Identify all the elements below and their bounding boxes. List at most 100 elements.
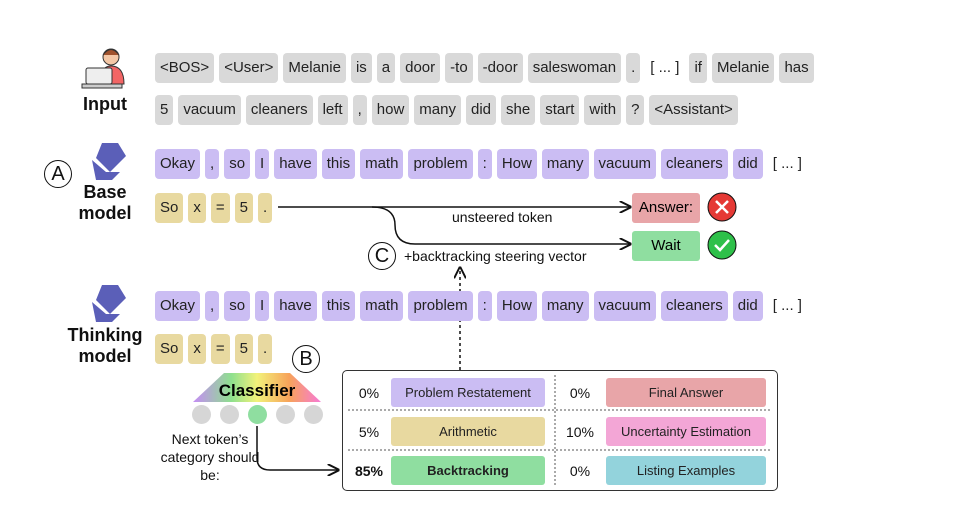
token: x [188,193,206,223]
token: cleaners [245,95,313,125]
token: . [257,193,273,223]
category-label: Listing Examples [606,456,766,485]
token: -door [477,53,523,83]
token: Melanie [711,53,775,83]
answer-token: Answer: [632,193,700,223]
classifier-title: Classifier [218,381,296,400]
token: this [321,291,356,321]
token: math [360,149,404,179]
token: saleswoman [527,53,622,83]
marker-a: A [44,160,72,188]
token: with [584,95,622,125]
token: she [501,95,536,125]
category-percent: 5% [358,423,380,440]
token: vacuum [593,149,657,179]
class-dot [304,405,323,424]
token: <User> [219,53,279,83]
class-dot [220,405,239,424]
class-dot [276,405,295,424]
unsteered-label: unsteered token [452,209,553,225]
token: have [274,291,317,321]
token: = [210,334,230,364]
token: Okay [155,291,201,321]
category-label: Final Answer [606,378,766,407]
input-label: Input [83,94,127,114]
classifier-shape [193,373,321,402]
token: <BOS> [155,53,215,83]
category-percent: 0% [358,384,380,401]
category-cell: 10% Uncertainty Estimation [558,412,766,451]
token: x [188,334,206,364]
token: ? [626,95,645,125]
category-percent: 10% [565,423,595,440]
token: [ ... ] [650,59,680,76]
token: <Assistant> [649,95,738,125]
category-cell: 85% Backtracking [347,451,545,490]
category-label: Backtracking [391,456,545,485]
token: left [317,95,348,125]
token: . [626,53,641,83]
token: vacuum [593,291,657,321]
category-label: Uncertainty Estimation [606,417,766,446]
user-laptop-icon [81,48,125,89]
token: : [477,149,492,179]
token: many [541,149,589,179]
token: , [205,149,220,179]
category-percent: 85% [354,462,384,479]
classifier-arrow [256,426,338,470]
token: 5 [234,334,253,364]
qwen-logo-icon [92,143,126,180]
token: So [155,334,184,364]
token: 5 [155,95,174,125]
token: has [779,53,814,83]
token: [ ... ] [772,155,802,172]
thinking-model-label: Thinking model [67,325,143,366]
token: Melanie [283,53,346,83]
category-cell: 0% Problem Restatement [347,373,545,412]
category-label: Arithmetic [391,417,545,446]
token: , [205,291,220,321]
category-percent: 0% [569,462,591,479]
token: so [224,149,251,179]
category-cell: 0% Listing Examples [558,451,766,490]
token: so [224,291,251,321]
token: = [210,193,230,223]
token: door [400,53,441,83]
token: I [255,291,270,321]
token: a [376,53,396,83]
token: cleaners [661,149,728,179]
token: problem [408,291,473,321]
steered-arrow [371,206,630,244]
token: How [496,291,537,321]
token: did [732,291,763,321]
token: is [350,53,372,83]
classifier-caption: Next token’s category should be: [160,431,260,483]
category-percent: 0% [569,384,591,401]
token: vacuum [178,95,241,125]
token: many [414,95,461,125]
class-dot [192,405,211,424]
token: How [496,149,537,179]
token: [ ... ] [772,297,802,314]
token: -to [445,53,473,83]
steering-label: +backtracking steering vector [404,248,587,264]
token: start [540,95,580,125]
token: So [155,193,184,223]
category-label: Problem Restatement [391,378,545,407]
token: many [541,291,589,321]
token: . [257,334,273,364]
token: : [477,291,492,321]
token: how [371,95,410,125]
token: 5 [234,193,253,223]
token: Okay [155,149,201,179]
category-table: 0% Problem Restatement 0% Final Answer 5% Ari… [342,370,778,491]
category-cell: 5% Arithmetic [347,412,545,451]
token: problem [408,149,473,179]
token: if [689,53,707,83]
class-dot-selected [248,405,267,424]
